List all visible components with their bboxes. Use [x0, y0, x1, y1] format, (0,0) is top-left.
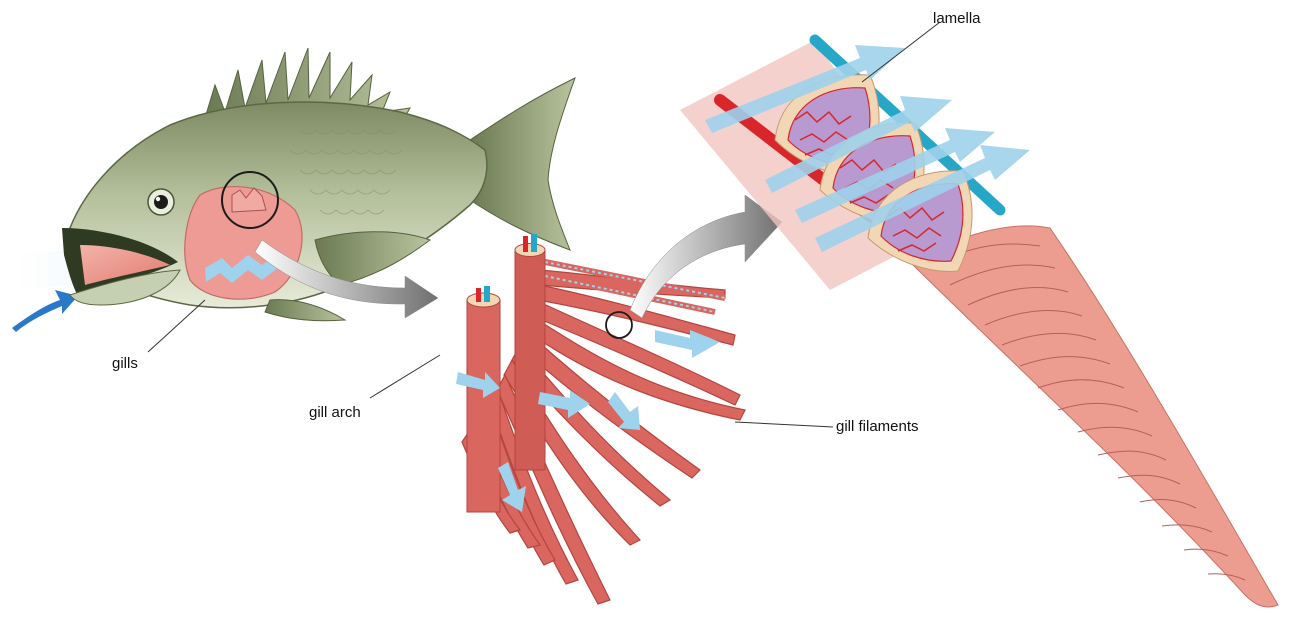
label-lamella: lamella: [933, 10, 981, 27]
label-gills: gills: [112, 355, 138, 372]
label-gill-filaments: gill filaments: [836, 418, 919, 435]
gill-arch: [467, 300, 500, 512]
label-gill-arch: gill arch: [309, 404, 361, 421]
lamella-detail: [680, 40, 1278, 607]
filament-body: [910, 226, 1278, 607]
pelvic-fin: [265, 300, 345, 321]
water-flow-arrow: [12, 290, 78, 332]
gill-filaments: [462, 270, 745, 604]
gill-arch-assembly: [456, 234, 745, 604]
